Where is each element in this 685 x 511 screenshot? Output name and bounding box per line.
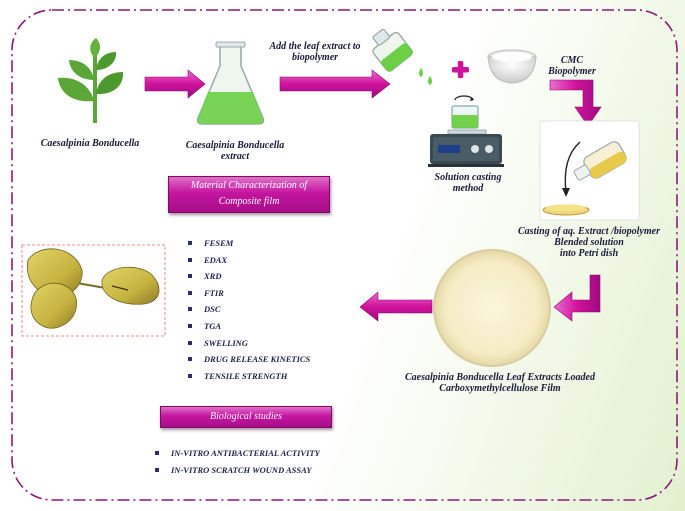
film-label: Caesalpinia Bonducella Leaf Extracts Loa…: [390, 372, 610, 394]
list-item: EDAX: [188, 252, 310, 269]
pouring-bottle-icon: [372, 28, 413, 72]
plant-icon: [58, 38, 124, 123]
list-item: IN-VITRO SCRATCH WOUND ASSAY: [155, 462, 320, 479]
plus-icon: [452, 61, 469, 78]
list-item: XRD: [188, 268, 310, 285]
casting-label-line2: Blended solution: [554, 237, 624, 248]
film-label-line2: Carboxymethylcellulose Film: [439, 383, 561, 394]
list-item: DSC: [188, 301, 310, 318]
liquid-drops: [419, 68, 432, 85]
arrow-casting-to-film: [553, 274, 601, 322]
characterization-list: FESEM EDAX XRD FTIR DSC TGA SWELLING DRU…: [188, 235, 310, 384]
arrow-film-to-characterization: [359, 291, 433, 322]
casting-label-line3: into Petri dish: [559, 248, 619, 259]
film-label-line1: Caesalpinia Bonducella Leaf Extracts Loa…: [405, 372, 595, 383]
extract-label-line2: extract: [220, 151, 250, 162]
leaf-photo: [21, 244, 166, 337]
add-extract-label-line2: biopolymer: [291, 52, 339, 63]
arrow-extract-to-biopolymer: [279, 69, 391, 99]
list-item: TGA: [188, 318, 310, 335]
add-extract-label: Add the leaf extract to biopolymer: [255, 41, 375, 63]
cmc-label-line2: Biopolymer: [548, 66, 596, 77]
arrow-plant-to-extract: [144, 69, 206, 99]
biological-studies-box: Biological studies: [160, 406, 332, 428]
list-item: SWELLING: [188, 335, 310, 352]
list-item: IN-VITRO ANTIBACTERIAL ACTIVITY: [155, 445, 320, 462]
powder-bowl-icon: [487, 49, 537, 84]
material-characterization-line1: Material Characterization of: [190, 180, 308, 191]
plant-label: Caesalpinia Bonducella: [40, 138, 140, 149]
list-item: TENSILE STRENGTH: [188, 368, 310, 385]
outer-frame: [11, 9, 678, 501]
casting-label: Casting of aq. Extract /biopolymer Blend…: [504, 226, 674, 259]
magnetic-stirrer-icon: [428, 95, 504, 167]
list-item: FTIR: [188, 285, 310, 302]
solution-casting-label: Solution casting method: [418, 172, 518, 194]
cmc-film-image: [433, 249, 551, 367]
extract-label: Caesalpinia Bonducella extract: [175, 140, 295, 162]
material-characterization-box: Material Characterization of Composite f…: [168, 176, 330, 213]
list-item: FESEM: [188, 235, 310, 252]
solution-casting-label-line2: method: [452, 183, 484, 194]
list-item: DRUG RELEASE KINETICS: [188, 351, 310, 368]
cmc-label-line1: CMC: [560, 55, 584, 66]
add-extract-label-line1: Add the leaf extract to: [269, 41, 361, 52]
material-characterization-line2: Composite film: [218, 196, 280, 207]
flask-icon: [196, 41, 265, 125]
arrow-cmc-to-casting: [549, 79, 602, 127]
extract-label-line1: Caesalpinia Bonducella: [185, 140, 285, 151]
casting-label-line1: Casting of aq. Extract /biopolymer: [518, 226, 660, 237]
biological-studies-list: IN-VITRO ANTIBACTERIAL ACTIVITY IN-VITRO…: [155, 445, 320, 478]
solution-casting-label-line1: Solution casting: [434, 172, 502, 183]
cmc-label: CMC Biopolymer: [537, 55, 607, 77]
casting-image: [539, 120, 640, 221]
